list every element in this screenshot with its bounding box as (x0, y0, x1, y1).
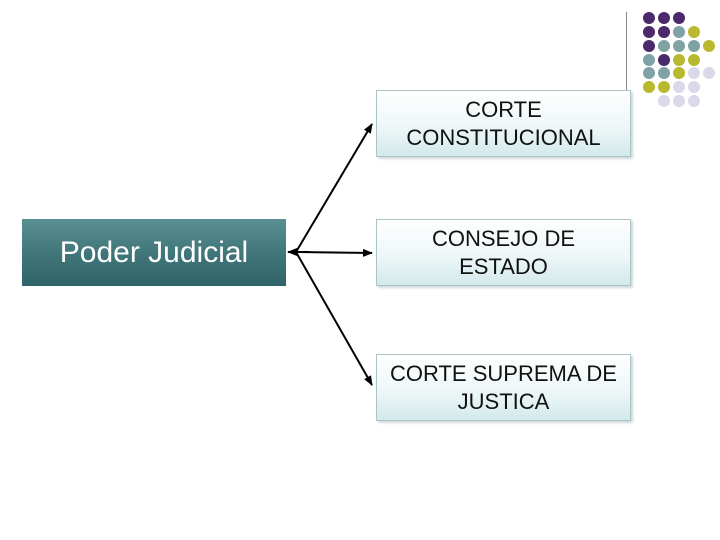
node-label: CORTE SUPREMA DE JUSTICA (387, 360, 620, 416)
node-label: CORTE CONSTITUCIONAL (387, 96, 620, 152)
node-corte-constitucional: CORTE CONSTITUCIONAL (376, 90, 631, 157)
arrow-to-corte-suprema (296, 252, 372, 385)
node-label: Poder Judicial (60, 236, 248, 270)
node-corte-suprema: CORTE SUPREMA DE JUSTICA (376, 354, 631, 421)
node-consejo-de-estado: CONSEJO DE ESTADO (376, 219, 631, 286)
node-poder-judicial: Poder Judicial (22, 219, 286, 286)
arrow-to-corte-constitucional (296, 124, 372, 252)
node-label: CONSEJO DE ESTADO (387, 225, 620, 281)
